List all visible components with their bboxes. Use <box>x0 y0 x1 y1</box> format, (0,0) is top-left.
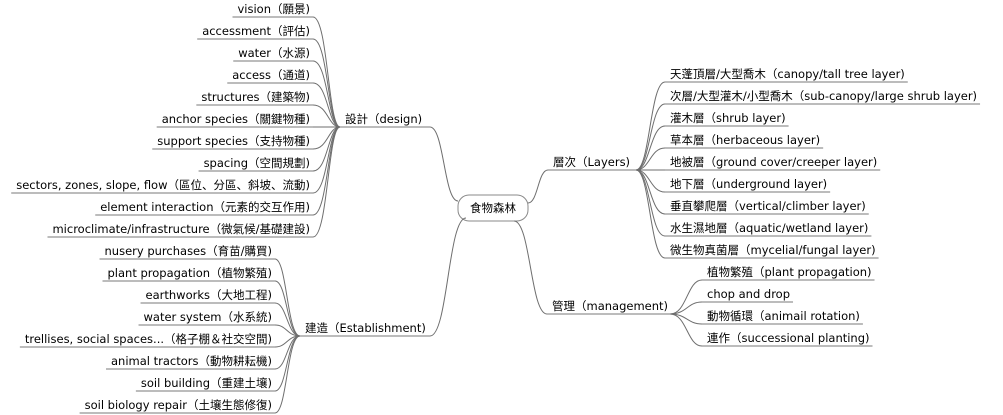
leaf-design-10[interactable]: microclimate/infrastructure（微氣候/基礎建設) <box>52 222 310 236</box>
leaf-connector-management-1 <box>669 301 703 315</box>
leaf-design-4[interactable]: structures（建築物) <box>201 90 310 104</box>
branch-label-management: 管理（management) <box>552 299 668 313</box>
leaf-connector-establishment-2 <box>274 302 301 337</box>
central-topic-box <box>457 194 529 222</box>
leaf-design-5[interactable]: anchor species（關鍵物種) <box>162 112 310 126</box>
branch-management[interactable]: 管理（management) 植物繁殖（plant propagation) cho… <box>513 220 875 347</box>
branches-layer: 設計（design) vision（願景) accessment（評估) water（… <box>11 2 981 414</box>
leaf-connector-establishment-6 <box>274 335 301 392</box>
leaf-design-0[interactable]: vision（願景) <box>238 2 311 16</box>
leaf-layers-0[interactable]: 天蓬頂層/大型喬木（canopy/tall tree layer) <box>670 67 905 81</box>
leaf-connector-layers-7 <box>635 169 666 237</box>
leaf-connector-layers-3 <box>635 147 666 171</box>
branch-establishment[interactable]: 建造（Establishment) nusery purchases（育苗/購買)… <box>19 217 467 414</box>
leaf-layers-7[interactable]: 水生濕地層（aquatic/wetland layer) <box>670 221 868 235</box>
leaf-connector-design-4 <box>312 104 341 128</box>
leaf-establishment-4[interactable]: trellises, social spaces...（格子棚＆社交空間) <box>25 332 272 346</box>
leaf-management-2[interactable]: 動物循環（animail rotation) <box>707 309 860 323</box>
central-topic-label: 食物森林 <box>470 201 516 215</box>
leaf-design-8[interactable]: sectors, zones, slope, flow（區位、分區、斜坡、流動) <box>16 178 310 192</box>
leaf-connector-layers-2 <box>635 125 666 171</box>
leaf-establishment-2[interactable]: earthworks（大地工程) <box>146 288 272 302</box>
leaf-connector-management-0 <box>669 279 703 315</box>
central-topic[interactable]: 食物森林 <box>457 194 529 222</box>
leaf-design-2[interactable]: water（水源) <box>238 46 310 60</box>
leaf-connector-management-3 <box>669 313 703 347</box>
leaf-layers-8[interactable]: 微生物真菌層（mycelial/fungal layer) <box>670 243 876 257</box>
leaf-establishment-0[interactable]: nusery purchases（育苗/購買) <box>105 244 272 258</box>
branch-connector-layers <box>527 169 549 204</box>
leaf-connector-layers-1 <box>635 103 666 171</box>
leaf-layers-5[interactable]: 地下層（underground layer) <box>670 177 827 191</box>
leaf-management-1[interactable]: chop and drop <box>707 287 790 301</box>
branch-design[interactable]: 設計（design) vision（願景) accessment（評估) water（… <box>11 2 459 238</box>
leaf-layers-1[interactable]: 次層/大型灌木/小型喬木（sub-canopy/large shrub laye… <box>670 89 977 103</box>
leaf-layers-2[interactable]: 灌木層（shrub layer) <box>670 111 786 125</box>
leaf-management-0[interactable]: 植物繁殖（plant propagation) <box>707 265 872 279</box>
leaf-establishment-6[interactable]: soil building（重建土壤) <box>141 376 272 390</box>
leaf-establishment-5[interactable]: animal tractors（動物耕耘機) <box>111 354 272 368</box>
branch-connector-design <box>429 126 459 202</box>
leaf-connector-establishment-3 <box>274 324 301 337</box>
branch-connector-management <box>513 220 548 315</box>
leaf-connector-design-0 <box>312 16 341 128</box>
leaf-connector-design-8 <box>312 126 341 194</box>
leaf-connector-design-10 <box>312 126 341 238</box>
leaf-connector-establishment-7 <box>274 335 301 414</box>
leaf-connector-layers-0 <box>635 81 666 171</box>
leaf-connector-design-3 <box>312 82 341 128</box>
leaf-layers-4[interactable]: 地被層（ground cover/creeper layer) <box>670 155 877 169</box>
leaf-management-3[interactable]: 連作（successional planting) <box>707 331 870 345</box>
leaf-connector-establishment-0 <box>274 258 301 337</box>
leaf-design-6[interactable]: support species（支持物種) <box>157 134 310 148</box>
leaf-design-1[interactable]: accessment（評估) <box>202 24 310 38</box>
leaf-design-3[interactable]: access（通道) <box>232 68 310 82</box>
branch-connector-establishment <box>429 217 467 337</box>
branch-label-layers: 層次（Layers) <box>553 155 630 169</box>
leaf-connector-establishment-1 <box>274 280 301 337</box>
leaf-design-7[interactable]: spacing（空間規劃) <box>204 156 310 170</box>
leaf-design-9[interactable]: element interaction（元素的交互作用) <box>100 200 310 214</box>
leaf-establishment-3[interactable]: water system（水系統) <box>144 310 272 324</box>
branch-label-design: 設計（design) <box>345 112 422 126</box>
leaf-connector-design-1 <box>312 38 341 128</box>
leaf-layers-6[interactable]: 垂直攀爬層（vertical/climber layer) <box>670 199 866 213</box>
branch-label-establishment: 建造（Establishment) <box>305 321 426 335</box>
leaf-layers-3[interactable]: 草本層（herbaceous layer) <box>670 133 820 147</box>
leaf-connector-layers-8 <box>635 169 666 259</box>
leaf-connector-design-2 <box>312 60 341 128</box>
leaf-establishment-7[interactable]: soil biology repair（土壤生態修復) <box>85 398 272 412</box>
leaf-connector-layers-6 <box>635 169 666 215</box>
leaf-establishment-1[interactable]: plant propagation（植物繁殖) <box>107 266 272 280</box>
branch-layers[interactable]: 層次（Layers) 天蓬頂層/大型喬木（canopy/tall tree lay… <box>527 67 981 259</box>
